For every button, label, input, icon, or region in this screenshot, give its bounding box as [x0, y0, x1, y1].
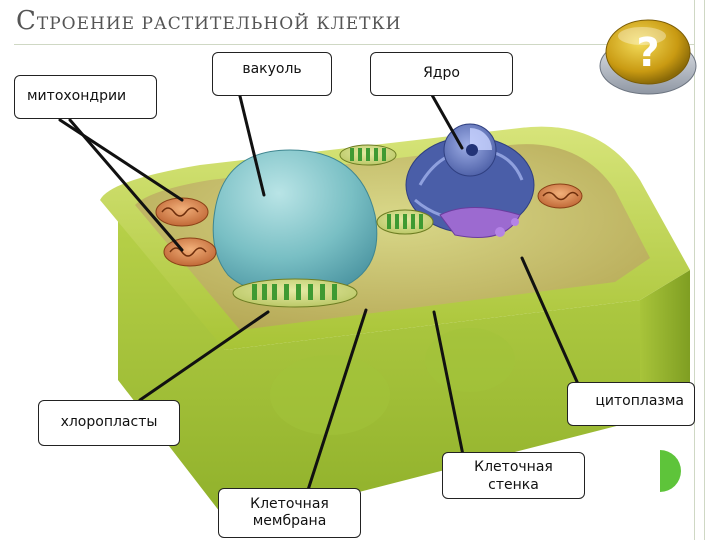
pointer-cell-membrane — [306, 308, 368, 492]
label-nucleus: Ядро — [370, 52, 513, 96]
slide-title: СТРОЕНИЕ РАСТИТЕЛЬНОЙ КЛЕТКИ — [16, 6, 401, 36]
right-border-line-outer — [704, 0, 705, 540]
decorative-green-half-circle — [660, 450, 681, 492]
chloroplast-1 — [232, 278, 358, 308]
mitochondrion-2 — [163, 237, 217, 267]
label-cell-wall: Клеточная стенка — [442, 452, 585, 499]
label-vacuole: вакуоль — [212, 52, 332, 96]
pointer-mitochondria-2 — [68, 118, 184, 252]
mitochondrion-1 — [155, 197, 209, 227]
right-border-line — [694, 0, 695, 540]
title-first-letter: С — [16, 6, 37, 36]
label-chloroplasts: хлоропласты — [38, 400, 180, 446]
mitochondrion-3 — [537, 183, 583, 209]
cell-wall-front — [118, 205, 640, 525]
pointer-chloroplasts — [138, 310, 270, 402]
pointer-nucleus — [430, 93, 464, 150]
pointer-cytoplasm — [520, 256, 580, 386]
label-cytoplasm: цитоплазма — [567, 382, 695, 426]
label-mitochondria: митохондрии — [14, 75, 157, 119]
title-underline — [14, 44, 694, 45]
help-question-mark: ? — [636, 30, 659, 76]
pointer-cell-wall — [432, 310, 466, 462]
pointer-vacuole — [236, 86, 266, 197]
label-cell-membrane: Клеточная мембрана — [218, 488, 361, 538]
vacuole — [212, 149, 378, 295]
help-question-icon[interactable]: ? — [598, 14, 698, 96]
title-rest: ТРОЕНИЕ РАСТИТЕЛЬНОЙ КЛЕТКИ — [36, 14, 402, 34]
